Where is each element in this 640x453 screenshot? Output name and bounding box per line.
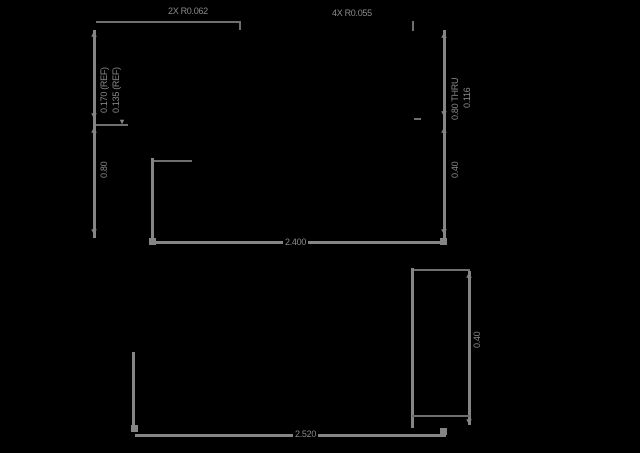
extension-line-bottom-top	[412, 269, 470, 271]
arrow-left-bottom-down	[91, 229, 97, 235]
dim-left-stack-2: 0.135 (REF)	[111, 65, 121, 115]
dim-line-bottom-vertical	[468, 271, 471, 425]
arrow-bottom-view-down	[466, 419, 472, 425]
leader-tick-top-left	[239, 21, 241, 30]
dim-right-vertical-upper: 0.40	[450, 159, 460, 180]
part-edge-right-bottom	[411, 268, 414, 428]
dim-upper-horizontal: 2.400	[283, 237, 309, 247]
callout-top-right: 4X R0.055	[330, 8, 374, 18]
extension-line-right	[443, 30, 446, 242]
arrow-left-mid-down	[91, 113, 97, 119]
arrow-left-mid-branch	[119, 119, 125, 125]
leader-dash-right	[414, 118, 421, 120]
dim-left-vertical: 0.80	[99, 159, 109, 180]
corner-mark-bottom-view-left	[131, 425, 138, 432]
extension-line-left	[93, 30, 96, 238]
dim-line-bottom-view-width	[135, 434, 446, 437]
dim-lower-vertical: 0.40	[472, 329, 482, 350]
arrow-right-up	[441, 32, 447, 38]
dim-right-stack-2: 0.116	[462, 85, 472, 110]
arrow-bottom-view-up	[466, 272, 472, 278]
corner-mark-bottom-view-right	[440, 428, 447, 435]
part-edge-left-inner	[151, 158, 154, 242]
part-edge-left-bottom	[132, 352, 135, 431]
dim-line-left-mid	[96, 124, 128, 126]
arrow-right-mid-down	[441, 111, 447, 117]
arrow-left-mid-up	[91, 127, 97, 133]
chamfer-line-left	[154, 160, 192, 162]
arrow-right-bottom-down	[441, 229, 447, 235]
dim-lower-horizontal: 2.520	[293, 429, 319, 439]
arrow-left-up	[91, 31, 97, 37]
corner-mark-bottom-right	[440, 238, 447, 245]
leader-line-top-left	[96, 21, 241, 23]
dim-right-stack-1: 0.80 THRU	[450, 75, 460, 122]
leader-tick-top-right	[412, 21, 414, 31]
arrow-right-mid-up	[441, 127, 447, 133]
extension-line-bottom-bottom	[412, 415, 470, 417]
callout-top-left: 2X R0.062	[166, 6, 210, 16]
dim-left-stack-1: 0.170 (REF)	[99, 65, 109, 115]
